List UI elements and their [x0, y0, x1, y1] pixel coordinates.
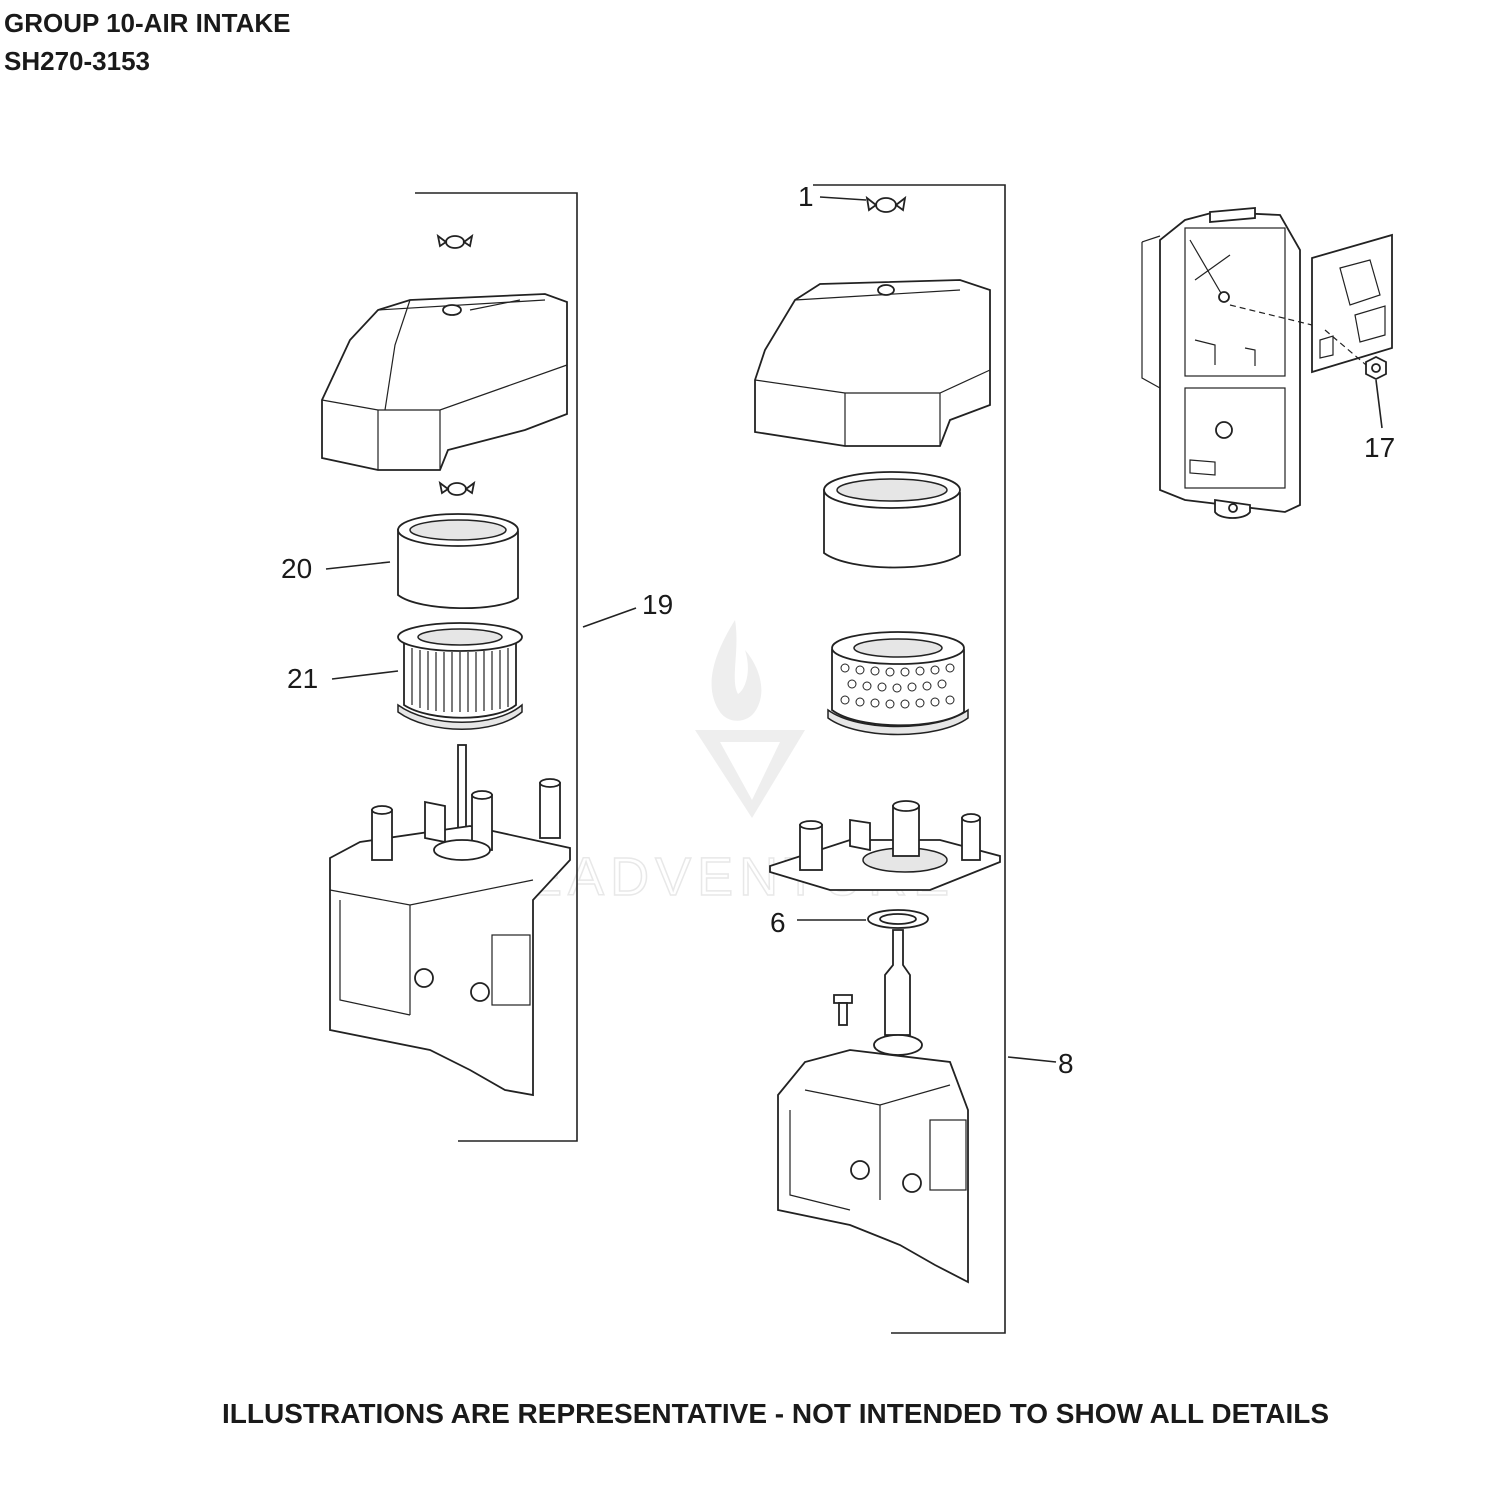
filter-base-plate: [769, 800, 1001, 891]
gasket-plate: [1311, 233, 1393, 374]
bracket-8: [813, 184, 1006, 1334]
wing-nut-left-top: [436, 233, 474, 249]
assembly-8: [754, 184, 1057, 1334]
filter-element-21: [397, 622, 523, 730]
disclaimer: ILLUSTRATIONS ARE REPRESENTATIVE - NOT I…: [222, 1398, 1330, 1429]
assembly-19: [321, 192, 637, 1142]
wing-nut-1: [865, 195, 907, 213]
bolt-center: [833, 994, 853, 1026]
filter-element-center: [827, 631, 969, 736]
bracket-19: [415, 192, 578, 1142]
callout-1: 1: [798, 181, 814, 212]
callout-20: 20: [281, 553, 312, 584]
watermark-v-icon: [695, 730, 805, 818]
callout-19: 19: [642, 589, 673, 620]
hidden-line-2: [1324, 329, 1373, 371]
callout-8: 8: [1058, 1048, 1074, 1079]
callout-17: 17: [1364, 432, 1395, 463]
nut-17: [1365, 355, 1387, 381]
pre-filter-20: [397, 513, 519, 610]
gasket-6: [867, 909, 929, 929]
backplate-assembly: [1141, 207, 1301, 519]
hidden-line-1: [1229, 304, 1313, 326]
model-number: SH270-3153: [4, 46, 150, 76]
air-filter-base-left: [329, 744, 571, 1097]
wing-nut-left-lower: [438, 480, 476, 496]
air-filter-cover-center: [754, 279, 991, 447]
callout-6: 6: [770, 907, 786, 938]
group-title: GROUP 10-AIR INTAKE: [4, 8, 291, 38]
air-filter-cover-left: [321, 293, 568, 471]
air-filter-base-center: [777, 929, 969, 1284]
watermark-flame-icon: [711, 620, 762, 721]
callout-21: 21: [287, 663, 318, 694]
pre-filter-center: [823, 471, 961, 569]
